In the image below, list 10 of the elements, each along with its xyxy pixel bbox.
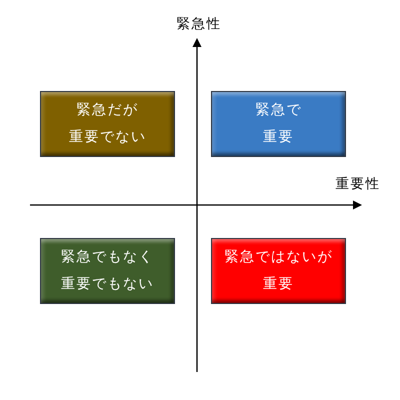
axis-label: 緊急性 xyxy=(176,15,222,33)
box-label: 緊急だが重要でない xyxy=(68,101,146,147)
quadrant-box xyxy=(40,238,175,304)
box-label: 緊急ではないが重要 xyxy=(224,248,333,294)
box-label: 緊急でもなく重要でもない xyxy=(61,248,154,294)
quadrant-box xyxy=(40,91,175,157)
axis-label: 重要性 xyxy=(336,175,380,193)
box-label: 緊急で重要 xyxy=(255,101,302,147)
quadrant-box xyxy=(211,238,346,304)
quadrant-box xyxy=(211,91,346,157)
